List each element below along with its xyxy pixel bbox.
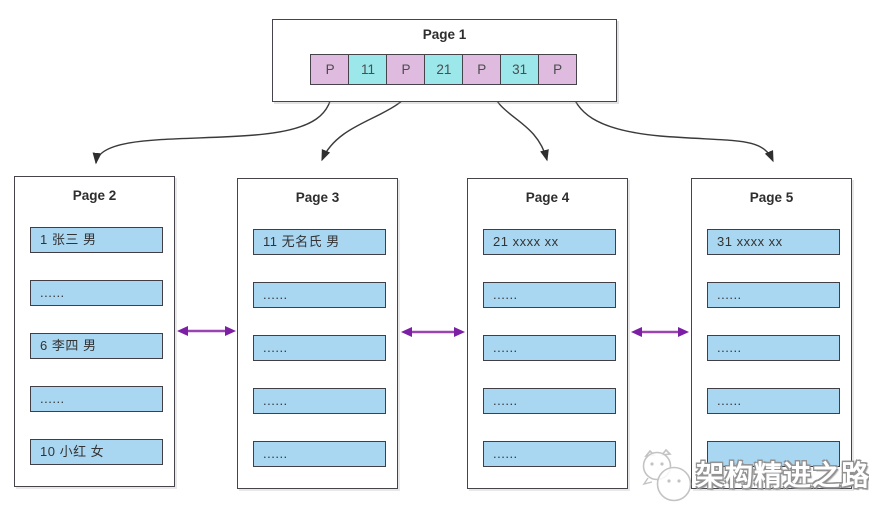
page-title: Page 1 (422, 27, 467, 42)
record-row (707, 441, 840, 467)
key-cell: 11 (348, 54, 388, 85)
page-4-box: Page 4 21 xxxx xx ...... ...... ...... .… (467, 178, 628, 489)
key-cell: 31 (499, 54, 540, 85)
record-row: ...... (253, 388, 386, 414)
record-row: ...... (30, 386, 163, 412)
mascot-icon (642, 448, 692, 502)
sibling-arrow-3-4 (401, 327, 465, 337)
record-row: 11 无名氏 男 (253, 229, 386, 255)
page-title: Page 5 (749, 190, 794, 205)
record-row: ...... (483, 441, 616, 467)
pointer-arrow-page5 (569, 85, 774, 163)
record-row: 10 小红 女 (30, 439, 163, 465)
page-3-box: Page 3 11 无名氏 男 ...... ...... ...... ...… (237, 178, 398, 489)
watermark: 架构精进之路 (636, 446, 869, 508)
root-cell-row: P 11 P 21 P 31 P (310, 54, 578, 85)
record-row: 6 李四 男 (30, 333, 163, 359)
pointer-cell: P (386, 54, 426, 85)
record-row: ...... (707, 282, 840, 308)
pointer-cell: P (462, 54, 502, 85)
record-row: ...... (30, 280, 163, 306)
record-row: ...... (253, 335, 386, 361)
record-row: ...... (483, 388, 616, 414)
page-title: Page 2 (72, 188, 117, 203)
record-row: ...... (707, 335, 840, 361)
record-row: 21 xxxx xx (483, 229, 616, 255)
record-row: ...... (483, 282, 616, 308)
pointer-arrow-page2 (92, 85, 334, 165)
sibling-arrow-2-3 (177, 326, 236, 336)
record-row: ...... (483, 335, 616, 361)
record-row: ...... (253, 441, 386, 467)
page-5-box: Page 5 31 xxxx xx ...... ...... ...... (691, 178, 852, 489)
page-2-box: Page 2 1 张三 男 ...... 6 李四 男 ...... 10 小红… (14, 176, 175, 487)
sibling-arrow-4-5 (631, 327, 689, 337)
page-1-box: Page 1 P 11 P 21 P 31 P (272, 19, 617, 102)
page-title: Page 3 (295, 190, 340, 205)
key-cell: 21 (424, 54, 464, 85)
pointer-cell: P (537, 54, 578, 85)
record-row: ...... (253, 282, 386, 308)
watermark-text: 架构精进之路 (696, 460, 869, 491)
record-row: ...... (707, 388, 840, 414)
record-row: 1 张三 男 (30, 227, 163, 253)
pointer-cell: P (310, 54, 350, 85)
record-row: 31 xxxx xx (707, 229, 840, 255)
page-title: Page 4 (525, 190, 570, 205)
